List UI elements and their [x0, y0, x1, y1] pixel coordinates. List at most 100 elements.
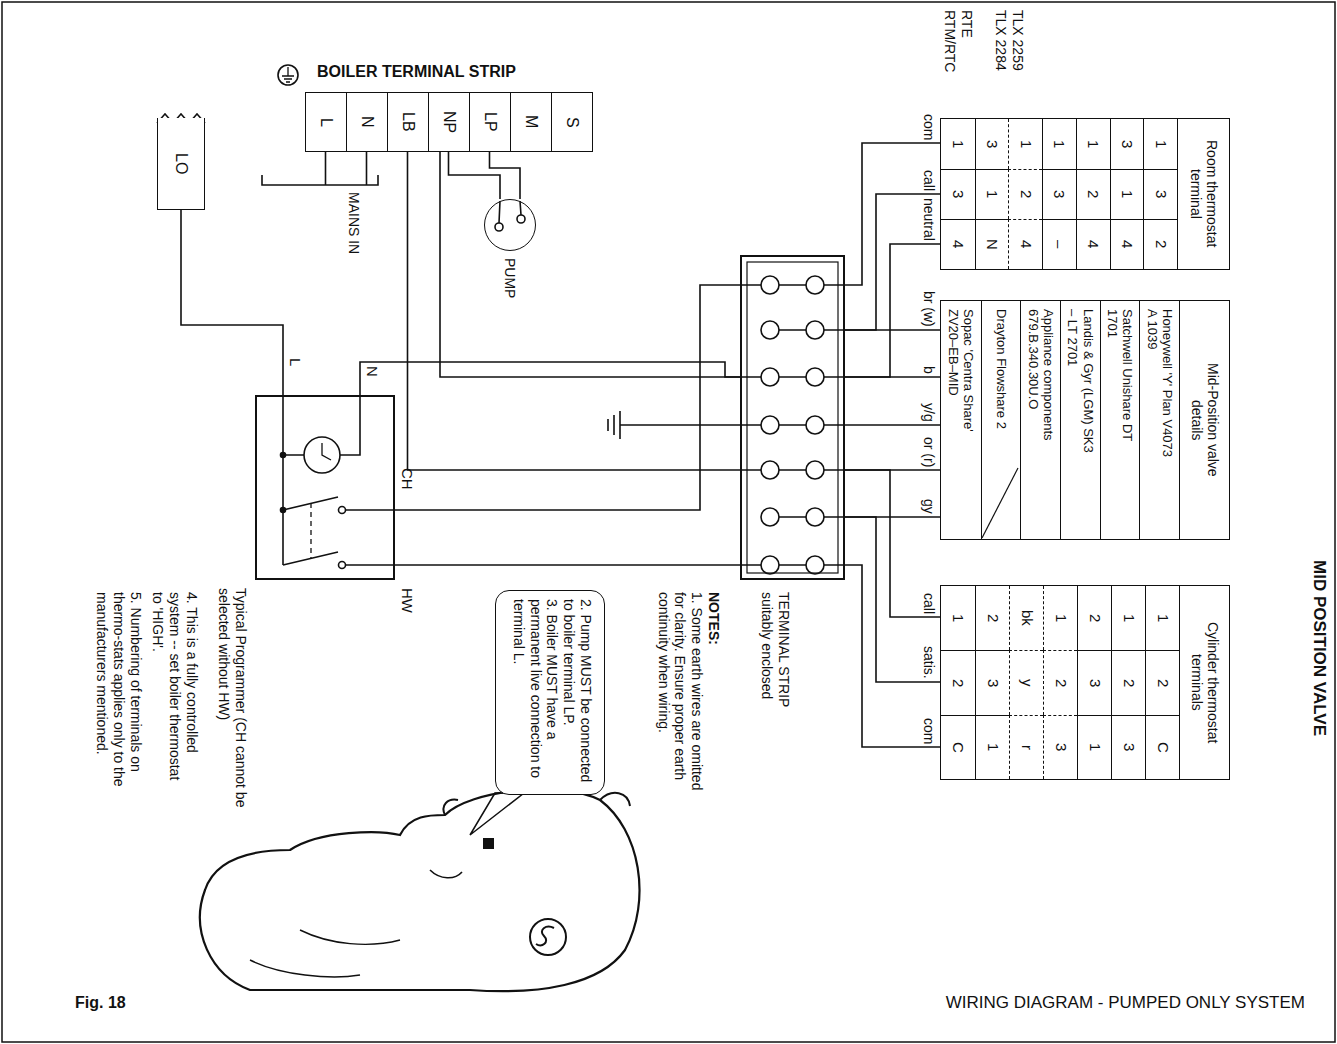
terminal-number: C [949, 742, 967, 753]
table-cell: 3 [1043, 715, 1077, 779]
wire [408, 152, 741, 470]
valve-model: Satchwell Unishare DT 1701 [1105, 309, 1136, 459]
table-header-cell: Room thermostat terminal [1177, 119, 1229, 269]
table-cell: – [1042, 219, 1076, 269]
terminal-name: MAINS IN [345, 192, 362, 254]
figure-number: Fig. 18 [75, 993, 126, 1012]
terminal-number: 1 [949, 140, 967, 148]
terminal-number: 3 [1120, 743, 1138, 751]
terminal-number: – [1050, 240, 1068, 248]
terminal-name: LP [480, 112, 499, 132]
terminal-number: bk [1018, 610, 1036, 626]
table-cell: 1 [1143, 119, 1177, 169]
boiler-terminal: NP [428, 92, 470, 152]
wire-label: or (r) [920, 437, 937, 467]
table-cell: 2 [941, 650, 975, 714]
table-cell: bk [1009, 586, 1043, 650]
terminal-number: 3 [1086, 679, 1104, 687]
terminal-number: 3 [1118, 140, 1136, 148]
notes-block: 4. This is a fully controlled system -- … [93, 592, 200, 792]
wire [845, 565, 940, 747]
terminal-name: L [286, 358, 304, 366]
table-cell: 1 [1110, 169, 1144, 219]
cylinder-thermostat-table: Cylinder thermostat terminals12C12323112… [940, 585, 1230, 780]
boiler-terminal: S [551, 92, 593, 152]
table-header: Room thermostat terminal [1187, 119, 1221, 269]
model-name: RTM/RTC [941, 10, 958, 72]
terminal-number: 1 [949, 614, 967, 622]
room-thermostat-table: Room thermostat terminal13231412413–1243… [940, 118, 1230, 270]
table-cell: 3 [975, 650, 1009, 714]
table-cell: 1 [1145, 586, 1179, 650]
table-header: Cylinder thermostat terminals [1188, 608, 1222, 758]
table-cell: 1 [941, 586, 975, 650]
boiler-terminal: N [346, 92, 388, 152]
table-cell: 3 [1077, 650, 1111, 714]
terminal-number: 2 [1017, 190, 1035, 198]
table-cell: y [1009, 650, 1043, 714]
table-header: Mid-Position valve details [1188, 345, 1222, 495]
terminal-number: 3 [949, 190, 967, 198]
table-cell: C [941, 715, 975, 779]
terminal-number: 1 [1118, 190, 1136, 198]
terminal-name: N [357, 116, 376, 128]
boiler-terminal-strip: BOILER TERMINAL STRIPLNLBNPLPMS [305, 62, 592, 152]
table-cell: Appliance components 679.B.340.30U.O [1020, 301, 1060, 539]
pump-symbol: PUMP [484, 199, 536, 251]
wire [490, 152, 521, 199]
table-cell: 3 [941, 169, 975, 219]
table-cell: 3 [1042, 169, 1076, 219]
wire [845, 244, 940, 377]
table-cell: 1 [1076, 119, 1110, 169]
terminal-number: 3 [983, 140, 1001, 148]
table-cell: 4 [1076, 219, 1110, 269]
terminal-number: 2 [1120, 679, 1138, 687]
wire [449, 152, 501, 199]
table-cell: 2 [975, 586, 1009, 650]
terminal-number: 4 [1084, 240, 1102, 248]
table-cell: Drayton Flowshare 2 [981, 301, 1021, 539]
table-header-cell: Mid-Position valve details [1179, 301, 1229, 539]
table-cell: 3 [1143, 169, 1177, 219]
terminal-number: 2 [984, 614, 1002, 622]
wire-label: y/g [920, 403, 937, 422]
terminal-number: 1 [1086, 743, 1104, 751]
terminal-number: 1 [1120, 614, 1138, 622]
note: 5. Numbering of terminals on thermo-stat… [93, 592, 143, 792]
table-cell: 2 [1145, 650, 1179, 714]
terminal-number: r [1018, 745, 1036, 750]
valve-table: Mid-Position valve details Honeywell 'Y' … [940, 300, 1230, 540]
notes-heading: NOTES: [705, 592, 722, 792]
boiler-terminal: M [510, 92, 552, 152]
table-cell: 2 [1076, 169, 1110, 219]
table-cell: 2 [1008, 169, 1042, 219]
boiler-terminal: LB [387, 92, 429, 152]
wire [845, 424, 940, 426]
terminal-number: 4 [949, 240, 967, 248]
table-cell: 4 [1008, 219, 1042, 269]
wire [845, 143, 940, 285]
wire [845, 376, 940, 378]
terminal-number: 2 [949, 679, 967, 687]
table-cell: Honeywell 'Y' Plan V4073 A 1039 [1139, 301, 1179, 539]
table-cell: 3 [1110, 119, 1144, 169]
terminal-number: C [1154, 742, 1172, 753]
wire-label: neutral [920, 198, 937, 241]
terminal-strip: TERMINAL STRIP suitably enclosed [740, 255, 845, 580]
programmer-caption: Typical Programmer (CH cannot be selecte… [215, 588, 249, 818]
table-cell: 2 [1077, 586, 1111, 650]
valve-model: Drayton Flowshare 2 [993, 309, 1008, 459]
table-cell: 2 [1111, 650, 1145, 714]
wire [440, 152, 740, 377]
wire-label: com [920, 718, 937, 744]
wire [395, 285, 740, 510]
valve-model: Appliance components 679.B.340.30U.O [1025, 309, 1056, 459]
wire [360, 362, 740, 395]
table-cell: Satchwell Unishare DT 1701 [1100, 301, 1140, 539]
terminal-number: 1 [1052, 614, 1070, 622]
wire [845, 329, 940, 331]
wire [181, 210, 283, 395]
terminal-name: LO [171, 153, 190, 174]
wire-label: br (w) [920, 291, 937, 327]
terminal-number: 1 [984, 743, 1002, 751]
